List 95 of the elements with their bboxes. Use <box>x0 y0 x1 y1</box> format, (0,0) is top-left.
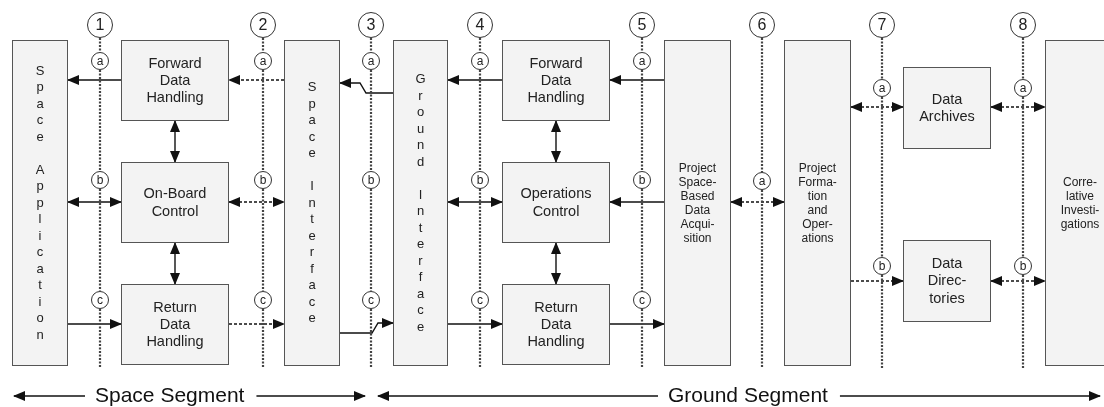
process-box: Data Direc- tories <box>903 240 991 322</box>
arrow <box>990 102 1046 112</box>
arrow <box>339 78 394 94</box>
arrow <box>170 120 180 163</box>
arrow <box>170 242 180 285</box>
segment-label: Ground Segment <box>668 383 828 407</box>
interface-line <box>478 70 482 171</box>
interface-line <box>640 309 644 368</box>
interface-letter-circle: a <box>633 52 651 70</box>
interface-line <box>98 38 102 52</box>
interface-letter-circle: a <box>91 52 109 70</box>
interface-line <box>760 190 764 368</box>
interface-line <box>369 309 373 368</box>
interface-number-circle: 2 <box>250 12 276 38</box>
interface-line <box>880 275 884 368</box>
interface-letter-circle: b <box>254 171 272 189</box>
arrow <box>67 197 122 207</box>
interface-letter-circle: a <box>254 52 272 70</box>
interface-line <box>760 38 764 172</box>
interface-line <box>369 189 373 291</box>
process-block: Corre- lative Investi- gations <box>1045 40 1104 366</box>
arrow <box>850 276 904 286</box>
process-box: Forward Data Handling <box>121 40 229 121</box>
segment-label: Space Segment <box>95 383 245 407</box>
interface-line <box>261 38 265 52</box>
process-block: Project Forma- tion and Oper- ations <box>784 40 851 366</box>
arrow <box>447 75 503 85</box>
interface-line <box>640 70 644 171</box>
interface-letter-circle: c <box>362 291 380 309</box>
interface-line <box>261 189 265 291</box>
interface-line <box>640 38 644 52</box>
interface-letter-circle: b <box>1014 257 1032 275</box>
interface-line <box>369 70 373 171</box>
arrow <box>339 318 394 334</box>
interface-number-circle: 5 <box>629 12 655 38</box>
arrow <box>730 197 785 207</box>
interface-letter-circle: b <box>362 171 380 189</box>
interface-line <box>1021 97 1025 257</box>
arrow <box>609 197 665 207</box>
interface-letter-circle: b <box>873 257 891 275</box>
interface-number-circle: 4 <box>467 12 493 38</box>
interface-number-circle: 6 <box>749 12 775 38</box>
interface-letter-circle: b <box>471 171 489 189</box>
interface-line <box>98 309 102 368</box>
interface-letter-circle: c <box>471 291 489 309</box>
interface-letter-circle: b <box>91 171 109 189</box>
interface-line <box>640 189 644 291</box>
arrow <box>228 75 285 85</box>
interface-line <box>478 309 482 368</box>
interface-letter-circle: a <box>753 172 771 190</box>
vertical-block: Ground Interface <box>393 40 448 366</box>
interface-line <box>478 38 482 52</box>
process-box: Forward Data Handling <box>502 40 610 121</box>
interface-letter-circle: c <box>633 291 651 309</box>
arrow <box>609 319 665 329</box>
arrow <box>551 120 561 163</box>
interface-letter-circle: a <box>471 52 489 70</box>
interface-line <box>1021 275 1025 368</box>
arrow <box>609 75 665 85</box>
vertical-block: Space Interface <box>284 40 340 366</box>
interface-number-circle: 8 <box>1010 12 1036 38</box>
process-box: Return Data Handling <box>502 284 610 365</box>
interface-letter-circle: b <box>633 171 651 189</box>
interface-number-circle: 1 <box>87 12 113 38</box>
process-box: Return Data Handling <box>121 284 229 365</box>
arrow <box>551 242 561 285</box>
arrow <box>67 319 122 329</box>
interface-line <box>261 70 265 171</box>
process-block: Project Space- Based Data Acqui- sition <box>664 40 731 366</box>
vertical-block: Space Application <box>12 40 68 366</box>
interface-number-circle: 3 <box>358 12 384 38</box>
interface-line <box>478 189 482 291</box>
process-box: On-Board Control <box>121 162 229 243</box>
interface-line <box>369 38 373 52</box>
arrow <box>228 319 285 329</box>
arrow <box>67 75 122 85</box>
interface-line <box>98 189 102 291</box>
interface-letter-circle: c <box>254 291 272 309</box>
process-box: Data Archives <box>903 67 991 149</box>
interface-number-circle: 7 <box>869 12 895 38</box>
interface-line <box>880 38 884 79</box>
arrow <box>228 197 285 207</box>
interface-line <box>880 97 884 257</box>
interface-letter-circle: a <box>873 79 891 97</box>
arrow <box>990 276 1046 286</box>
interface-letter-circle: a <box>1014 79 1032 97</box>
arrow <box>447 197 503 207</box>
interface-line <box>261 309 265 368</box>
interface-line <box>1021 38 1025 79</box>
process-box: Operations Control <box>502 162 610 243</box>
arrow <box>447 319 503 329</box>
interface-line <box>98 70 102 171</box>
arrow <box>850 102 904 112</box>
interface-letter-circle: c <box>91 291 109 309</box>
interface-letter-circle: a <box>362 52 380 70</box>
